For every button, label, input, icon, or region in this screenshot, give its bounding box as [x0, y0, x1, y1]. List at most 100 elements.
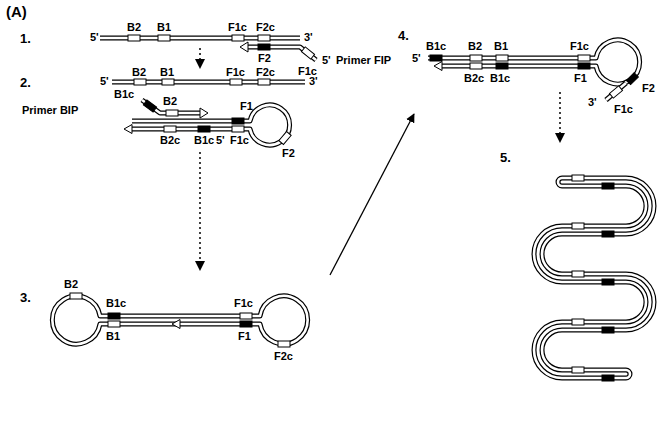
- region-label: F1: [574, 72, 587, 85]
- region-label: B1c: [490, 72, 510, 85]
- dna-strand: [562, 329, 626, 332]
- dna-strand: [562, 368, 626, 373]
- sequence-region: [240, 42, 248, 52]
- primer-region: [602, 327, 614, 333]
- primer-region: [602, 279, 614, 285]
- dna-strand: [542, 234, 562, 274]
- sequence-region: [470, 63, 482, 69]
- sequence-region: [572, 175, 584, 181]
- sequence-region: [158, 35, 170, 41]
- sequence-region: [70, 293, 82, 299]
- step-number: 2.: [20, 75, 31, 90]
- region-label: 5': [322, 54, 331, 67]
- sequence-region: [200, 108, 208, 118]
- primer-region: [602, 375, 614, 381]
- sequence-region: [232, 126, 244, 132]
- dna-strand: [562, 281, 626, 284]
- dna-strand: [626, 274, 654, 330]
- dna-strand: [626, 186, 646, 226]
- region-label: Primer BIP: [22, 104, 78, 117]
- primer-region: [240, 321, 252, 327]
- dna-strand: [52, 296, 307, 344]
- region-label: F1c: [230, 134, 249, 147]
- dna-strand: [112, 80, 305, 85]
- sequence-region: [572, 319, 584, 325]
- dna-strand: [626, 370, 630, 378]
- region-label: F1c: [570, 40, 589, 53]
- sequence-region: [230, 79, 242, 85]
- region-label: B1: [106, 330, 120, 343]
- region-label: B2c: [160, 134, 180, 147]
- dna-strand: [246, 47, 316, 60]
- sequence-region: [240, 313, 252, 319]
- dna-strand: [606, 83, 626, 100]
- primer-region: [258, 44, 270, 50]
- region-label: B2: [64, 278, 78, 291]
- sequence-region: [279, 131, 291, 144]
- sequence-region: [108, 321, 120, 327]
- region-label: 3': [588, 96, 597, 109]
- sequence-region: [166, 110, 178, 116]
- region-label: B1c: [106, 297, 126, 310]
- region-label: B2c: [464, 72, 484, 85]
- dna-strand: [534, 322, 562, 378]
- sequence-region: [258, 35, 270, 41]
- region-label: Primer FIP: [336, 54, 391, 67]
- sequence-region: [572, 223, 584, 229]
- primer-region: [578, 63, 590, 69]
- region-label: 5': [216, 134, 225, 147]
- step-number: 4.: [398, 28, 409, 43]
- dna-strand: [562, 232, 626, 237]
- primer-region: [232, 118, 244, 124]
- dna-strand: [562, 320, 626, 325]
- primer-region: [143, 100, 156, 112]
- dna-strand: [606, 83, 626, 100]
- sequence-region: [572, 367, 584, 373]
- sequence-region: [572, 271, 584, 277]
- sequence-region: [134, 79, 146, 85]
- step-arrow: [559, 92, 561, 142]
- sequence-region: [578, 55, 590, 61]
- sequence-region: [232, 35, 244, 41]
- sequence-region: [162, 79, 174, 85]
- region-label: 5': [412, 52, 421, 65]
- sequence-region: [301, 47, 314, 59]
- step-number: 5.: [500, 150, 511, 165]
- region-label: F1c: [614, 103, 633, 116]
- region-label: F1c: [226, 66, 245, 79]
- region-label: F2: [258, 52, 271, 65]
- dna-strand: [542, 330, 562, 370]
- dna-strand: [562, 176, 626, 181]
- region-label: 5': [90, 31, 99, 44]
- dna-strand: [542, 234, 562, 274]
- dna-strand: [626, 178, 654, 234]
- dna-strand: [428, 40, 640, 84]
- sequence-region: [434, 62, 442, 71]
- dna-strand: [534, 322, 562, 378]
- dna-strand: [626, 282, 646, 322]
- sequence-region: [128, 35, 140, 41]
- dna-strand: [100, 36, 300, 41]
- step-arrow: [199, 152, 201, 270]
- sequence-region: [609, 86, 622, 98]
- dna-strand: [562, 185, 626, 188]
- region-label: F1c: [234, 297, 253, 310]
- dna-strand: [542, 330, 562, 370]
- region-label: F2: [642, 82, 655, 95]
- region-label: B1: [160, 66, 174, 79]
- region-label: B2: [127, 21, 141, 34]
- region-label: F2: [282, 147, 295, 160]
- dna-strand: [626, 282, 646, 322]
- sequence-region: [124, 125, 132, 134]
- dna-strand: [534, 226, 562, 282]
- step-number: 1.: [20, 31, 31, 46]
- dna-strand: [626, 370, 630, 378]
- drawing-part: [534, 175, 654, 381]
- dna-strand: [562, 224, 626, 229]
- region-label: 3': [304, 31, 313, 44]
- dna-strand: [562, 328, 626, 333]
- dna-strand: [626, 186, 646, 226]
- primer-region: [602, 231, 614, 237]
- sequence-region: [470, 55, 482, 61]
- region-label: B1: [494, 40, 508, 53]
